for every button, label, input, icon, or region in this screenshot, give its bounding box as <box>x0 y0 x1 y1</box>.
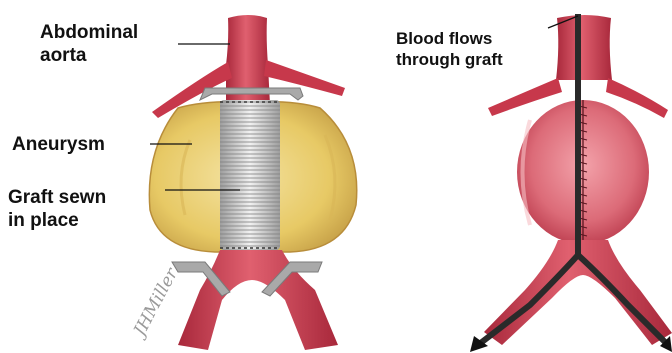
label-abdominal-aorta: Abdominal aorta <box>40 21 138 67</box>
left-figure-open-repair <box>149 15 356 350</box>
label-aneurysm: Aneurysm <box>12 133 105 156</box>
right-aorta-upper <box>556 15 612 80</box>
label-blood-flows: Blood flows through graft <box>396 28 503 70</box>
label-graft-sewn: Graft sewn in place <box>8 186 106 232</box>
